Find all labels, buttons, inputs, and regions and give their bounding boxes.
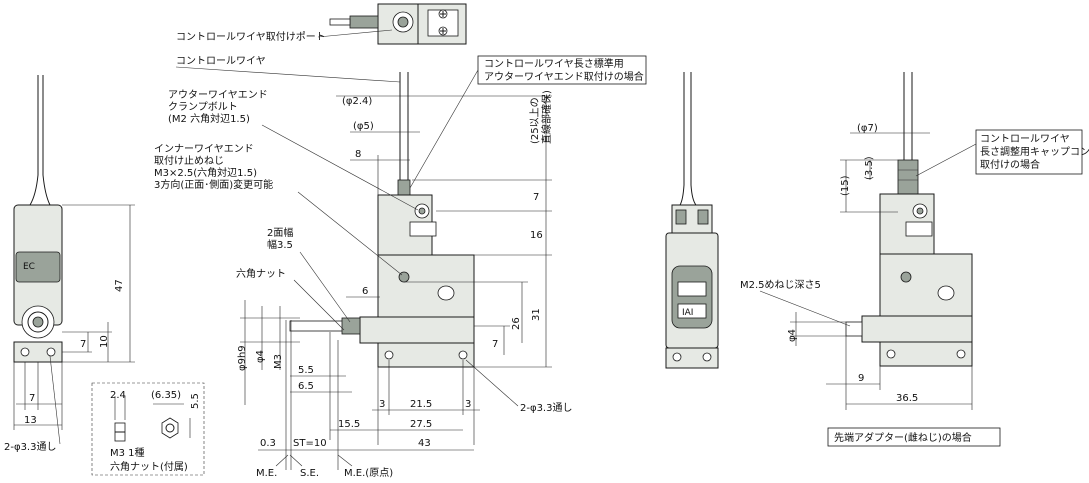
dim-15p: (15) <box>840 175 851 196</box>
label-holes-mid: 2-φ3.3通し <box>520 402 572 414</box>
label-inner-end-1: インナーワイヤエンド <box>154 143 254 155</box>
top-view <box>329 3 467 45</box>
dim-2-4: 2.4 <box>110 390 126 401</box>
dim-phi9h9: φ9h9 <box>237 345 248 371</box>
dim-21-5: 21.5 <box>410 399 432 410</box>
label-control-wire: コントロールワイヤ <box>176 56 266 67</box>
label-me1: M.E. <box>256 468 277 479</box>
front-view <box>289 72 475 368</box>
callout-std-length <box>477 55 647 85</box>
label-me-origin: M.E.(原点) <box>344 467 393 479</box>
side-view-grip <box>671 265 713 329</box>
label-std-length-1: コントロールワイヤ長さ標準用 <box>484 57 624 70</box>
dim-43: 43 <box>418 438 431 449</box>
dim-31: 31 <box>531 308 542 321</box>
dim-16: 16 <box>530 230 543 241</box>
left-view: EC <box>13 75 63 363</box>
dim-47: 47 <box>114 279 125 292</box>
dim-36-5: 36.5 <box>896 393 918 404</box>
dim-st10: ST=10 <box>293 438 327 449</box>
label-holes-left: 2-φ3.3通し <box>4 441 56 453</box>
dim-6-5: 6.5 <box>298 381 314 392</box>
dim-7-base: 7 <box>492 339 498 350</box>
dim-15-5: 15.5 <box>338 419 360 430</box>
dim-3-right: 3 <box>465 399 471 410</box>
dim-27-5: 27.5 <box>410 419 432 430</box>
dim-straight-25: (25以上の <box>529 97 541 144</box>
dim-m3: M3 <box>273 354 284 369</box>
ec-logo-icon: EC <box>23 262 35 272</box>
label-m3-type1: M3 1種 <box>110 446 145 459</box>
adapter-view <box>845 72 973 367</box>
dim-phi7: (φ7) <box>857 123 878 134</box>
callout-cap <box>975 129 1083 175</box>
dim-9: 9 <box>858 373 864 384</box>
base-plate <box>377 342 475 368</box>
label-inner-end-2: 取付け止めねじ <box>154 154 224 167</box>
label-inner-end-3: M3×2.5(六角対辺1.5) <box>154 166 257 179</box>
label-outer-clamp-2: クランプボルト <box>168 101 238 113</box>
label-outer-clamp-1: アウターワイヤエンド <box>168 89 268 101</box>
label-cap-1: コントロールワイヤ <box>980 134 1070 145</box>
dim-phi5: (φ5) <box>353 121 374 132</box>
dim-10: 10 <box>99 335 110 348</box>
label-std-length-2: アウターワイヤエンド取付けの場合 <box>484 70 644 83</box>
cap-con-icon <box>897 159 919 195</box>
side-view: IAI <box>665 72 719 369</box>
dim-26: 26 <box>511 317 522 330</box>
label-tip-adapter: 先端アダプター(雌ねじ)の場合 <box>834 431 972 444</box>
dim-0-3: 0.3 <box>260 438 276 449</box>
dim-5-5-rod: 5.5 <box>298 365 314 376</box>
label-hex-nut: 六角ナット <box>236 268 286 280</box>
outer-wire-end <box>397 179 411 197</box>
ec-logo-plate <box>15 251 61 283</box>
label-se: S.E. <box>300 468 319 479</box>
iai-logo-icon <box>677 303 707 319</box>
dim-phi2-4: (φ2.4) <box>342 96 372 107</box>
dim-phi4-adapter: φ4 <box>787 329 798 342</box>
adapter-main-body <box>879 253 973 317</box>
hex-nut-icon <box>161 417 179 439</box>
dim-3-5p: (3.5) <box>864 156 875 180</box>
dim-7-left: 7 <box>80 339 86 350</box>
dim-13: 13 <box>24 415 37 426</box>
dim-7-bottom: 7 <box>29 393 35 404</box>
label-two-face-1: 2面幅 <box>267 226 293 239</box>
label-inner-end-4: 3方向(正面･側面)変更可能 <box>154 178 273 191</box>
dim-5-5-nut: 5.5 <box>190 393 201 409</box>
front-hex-nut <box>341 317 361 335</box>
label-hex-nut-accessory: 六角ナット(付属) <box>110 460 188 473</box>
hex-nut-detail-frame <box>91 382 205 476</box>
dim-6: 6 <box>362 286 368 297</box>
dim-straight-25b: 直線部確保) <box>540 90 553 144</box>
label-two-face-2: 幅3.5 <box>267 238 293 251</box>
label-outer-clamp-3: (M2 六角対辺1.5) <box>168 112 250 125</box>
label-cap-2: 長さ調整用キャップコン <box>980 145 1089 158</box>
iai-logo-text: IAI <box>682 308 693 318</box>
label-cap-3: 取付けの場合 <box>980 158 1040 171</box>
female-thread-adapter <box>845 321 863 337</box>
caption-tip-adapter <box>827 427 1001 447</box>
dim-7-head: 7 <box>533 192 539 203</box>
dim-8: 8 <box>355 149 361 160</box>
wire-port-fitting <box>349 15 379 29</box>
label-control-wire-port: コントロールワイヤ取付けポート <box>176 30 326 43</box>
main-body <box>377 254 475 318</box>
label-m25-screw: M2.5めねじ深さ5 <box>740 279 821 291</box>
dim-3-left: 3 <box>379 399 385 410</box>
dim-6-35: (6.35) <box>151 390 181 401</box>
dim-phi4-rod: φ4 <box>255 350 266 363</box>
lower-body <box>359 316 475 344</box>
